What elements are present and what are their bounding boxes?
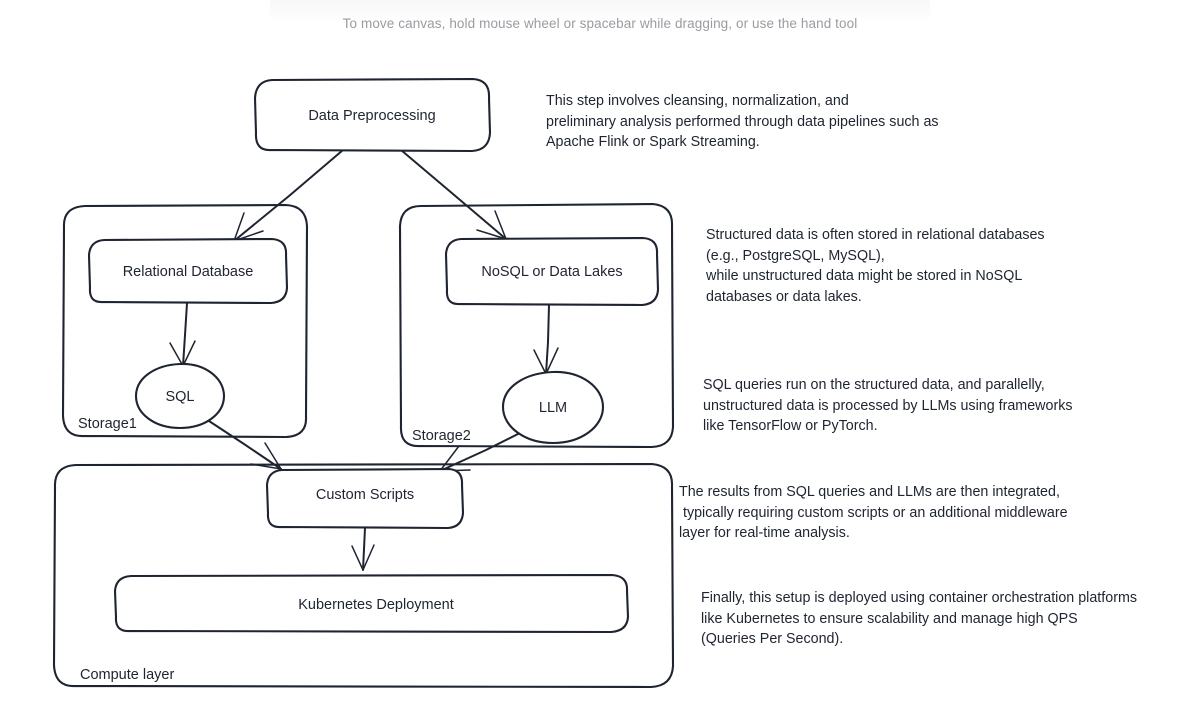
edge-sql-to-custom-scripts — [208, 420, 282, 470]
node-nosql-data-lakes[interactable]: NoSQL or Data Lakes — [444, 236, 660, 307]
storage2-boundary[interactable] — [398, 202, 675, 449]
custom-scripts-box[interactable] — [265, 467, 465, 530]
custom-scripts-label: Custom Scripts — [316, 487, 414, 503]
relational-database-label: Relational Database — [123, 264, 254, 280]
annotation-integration: The results from SQL queries and LLMs ar… — [679, 484, 1068, 541]
data-preprocessing-box[interactable] — [253, 77, 492, 153]
annotation-deployment: Finally, this setup is deployed using co… — [701, 590, 1138, 647]
edge-preprocessing-to-relational-database — [233, 149, 344, 242]
compute-layer-boundary[interactable] — [52, 462, 675, 689]
nosql-data-lakes-label: NoSQL or Data Lakes — [481, 264, 622, 280]
sql-label: SQL — [165, 389, 194, 405]
annotation-preprocessing: This step involves cleansing, normalizat… — [546, 93, 939, 150]
relational-database-box[interactable] — [87, 237, 289, 305]
group-storage1[interactable]: Storage1 — [61, 203, 309, 439]
compute-layer-label: Compute layer — [80, 667, 174, 683]
llm-label: LLM — [539, 400, 567, 416]
node-relational-database[interactable]: Relational Database — [87, 237, 289, 305]
nosql-data-lakes-box[interactable] — [444, 236, 660, 307]
edge-preprocessing-to-nosql — [400, 149, 507, 240]
storage1-boundary[interactable] — [61, 203, 309, 439]
node-kubernetes-deployment[interactable]: Kubernetes Deployment — [113, 573, 630, 634]
edge-nosql-to-llm — [533, 304, 559, 375]
node-data-preprocessing[interactable]: Data Preprocessing — [253, 77, 492, 153]
edge-custom-scripts-to-kubernetes — [351, 527, 375, 571]
llm-ellipse[interactable] — [501, 370, 605, 445]
group-compute-layer[interactable]: Compute layer — [52, 462, 675, 689]
annotation-storage: Structured data is often stored in relat… — [706, 227, 1045, 305]
sql-ellipse[interactable] — [134, 362, 226, 430]
group-storage2[interactable]: Storage2 — [398, 202, 675, 449]
edge-relational-database-to-sql — [169, 302, 196, 367]
data-preprocessing-label: Data Preprocessing — [308, 108, 435, 124]
node-sql[interactable]: SQL — [134, 362, 226, 430]
node-custom-scripts[interactable]: Custom Scripts — [265, 467, 465, 530]
storage2-label: Storage2 — [412, 428, 471, 444]
kubernetes-deployment-label: Kubernetes Deployment — [298, 597, 454, 613]
annotation-queries: SQL queries run on the structured data, … — [703, 377, 1073, 434]
kubernetes-deployment-box[interactable] — [113, 573, 630, 634]
node-llm[interactable]: LLM — [501, 370, 605, 445]
storage1-label: Storage1 — [78, 416, 137, 432]
